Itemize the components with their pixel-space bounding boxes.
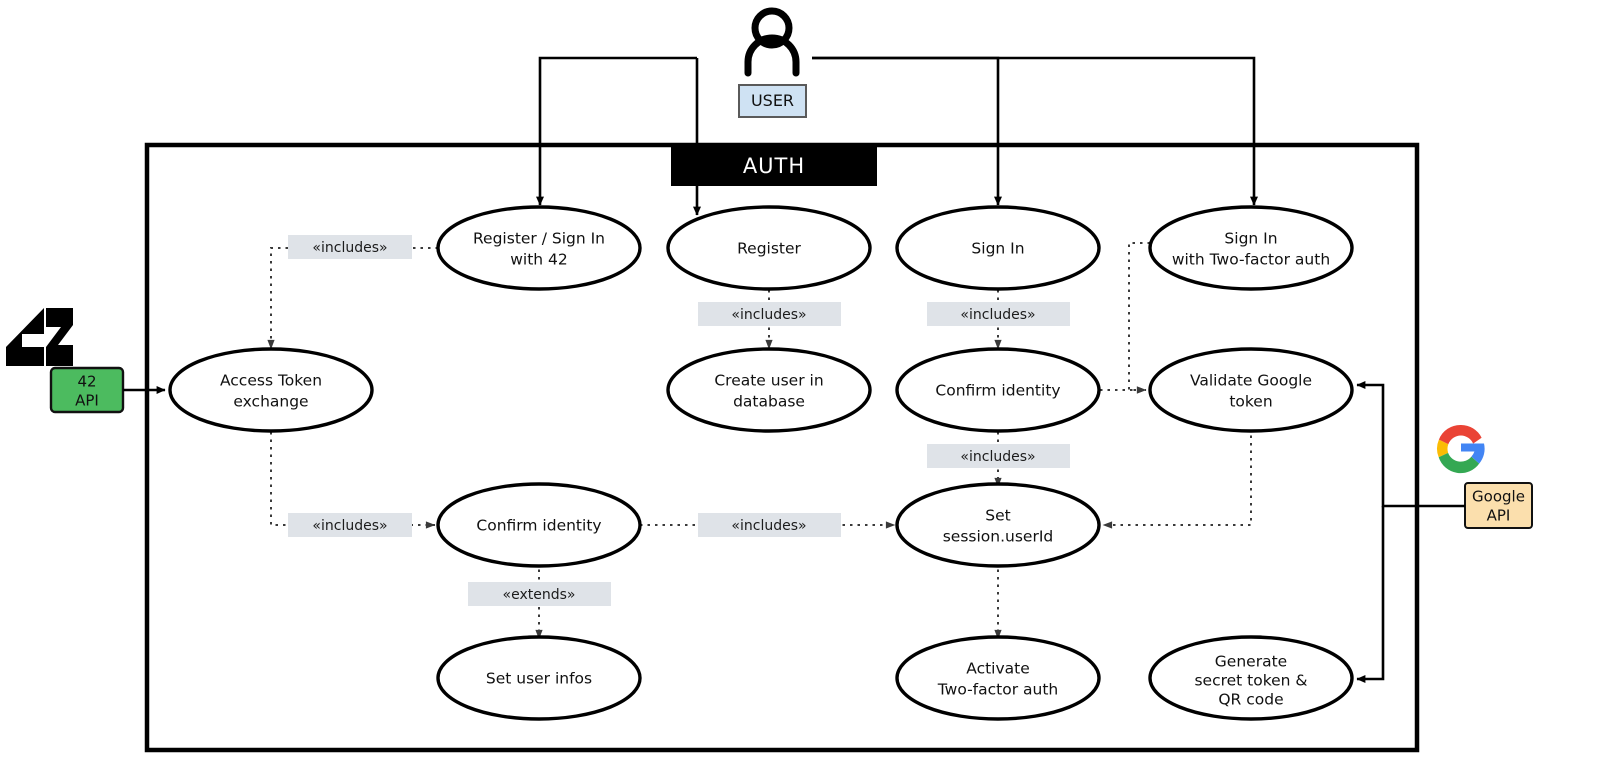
assoc-google-to-validate-token: [1356, 381, 1465, 508]
use-case-label-line1: Set: [985, 507, 1010, 525]
42-logo: [6, 308, 73, 366]
use-case-signin-two-factor[interactable]: Sign In with Two-factor auth: [1148, 205, 1354, 291]
use-case-register-signin-42[interactable]: Register / Sign In with 42: [436, 205, 642, 291]
use-case-access-token-exchange[interactable]: Access Token exchange: [168, 347, 374, 433]
use-case-label-line2: secret token &: [1194, 672, 1307, 690]
stereotype-includes-42-access-token: «includes»: [288, 235, 412, 259]
use-case-set-session-userid[interactable]: Set session.userId: [895, 482, 1101, 568]
use-case-label-line2: Two-factor auth: [937, 681, 1059, 699]
edge-validate-google-to-set-session: [1102, 428, 1252, 529]
use-case-register[interactable]: Register: [666, 205, 872, 291]
use-case-confirm-identity-middle[interactable]: Confirm identity: [895, 347, 1101, 433]
use-case-label-line2: database: [733, 393, 805, 411]
stereotype-label: «extends»: [503, 587, 576, 603]
use-case-label-line1: Validate Google: [1190, 372, 1312, 390]
stereotype-label: «includes»: [960, 449, 1035, 465]
stereotype-extends-confirm-identity-set-user-infos: «extends»: [468, 582, 611, 606]
use-case-label-line2: with Two-factor auth: [1172, 251, 1330, 269]
stereotype-includes-access-token-confirm-identity: «includes»: [288, 513, 412, 537]
system-title-bar: [671, 145, 877, 186]
stereotype-includes-confirm-identity-lower-set-session: «includes»: [698, 513, 841, 537]
person-actor-icon: [744, 7, 800, 77]
use-case-label-line2: session.userId: [943, 528, 1054, 546]
stereotype-label: «includes»: [312, 240, 387, 256]
use-case-create-user-in-database[interactable]: Create user in database: [666, 347, 872, 433]
edge-signin2fa-to-validate-google: [1128, 242, 1150, 394]
assoc-google-to-generate-secret: [1356, 506, 1385, 683]
use-case-label-line1: Activate: [966, 660, 1030, 678]
external-system-google[interactable]: Google API: [1356, 381, 1533, 683]
actor-association-lines: [536, 56, 1258, 216]
system-title: AUTH: [743, 154, 805, 178]
api-google-label-line2: API: [1487, 507, 1511, 525]
api-google-label-line1: Google: [1472, 488, 1525, 506]
use-case-activate-two-factor-auth[interactable]: Activate Two-factor auth: [895, 635, 1101, 721]
use-case-label-line1: Register / Sign In: [473, 230, 605, 248]
use-case-label-line1: Access Token: [220, 372, 322, 390]
actor-label-box: [738, 84, 807, 118]
use-case-label-line1: Confirm identity: [935, 382, 1060, 400]
stereotype-includes-signin-confirm-identity: «includes»: [927, 302, 1070, 326]
use-case-label-line1: Set user infos: [486, 670, 592, 688]
edge-42signin-to-access-token: [267, 247, 438, 350]
api-42-label-line2: API: [75, 392, 99, 410]
actor-user-label: USER: [751, 91, 794, 110]
assoc-user-to-register-signin-42: [536, 56, 697, 206]
api-42-label-line1: 42: [77, 373, 96, 391]
use-case-label-line1: Generate: [1215, 653, 1287, 671]
stereotype-label: «includes»: [731, 518, 806, 534]
use-case-label-line1: Register: [737, 240, 801, 258]
stereotype-label: «includes»: [312, 518, 387, 534]
external-system-42[interactable]: 42 API: [6, 308, 166, 414]
use-case-label-line1: Sign In: [1224, 230, 1277, 248]
use-case-label-line1: Sign In: [971, 240, 1024, 258]
google-g-logo: [1437, 424, 1485, 474]
use-case-set-user-infos[interactable]: Set user infos: [436, 635, 642, 721]
use-case-signin[interactable]: Sign In: [895, 205, 1101, 291]
use-case-confirm-identity-lower[interactable]: Confirm identity: [436, 482, 642, 568]
stereotype-label: «includes»: [731, 307, 806, 323]
use-case-label-line1: Confirm identity: [476, 517, 601, 535]
use-case-label-line2: with 42: [510, 251, 568, 269]
edge-access-token-to-confirm-identity: [270, 432, 436, 529]
assoc-user-to-signin-2fa: [812, 56, 1258, 206]
use-case-generate-secret-token-qr[interactable]: Generate secret token & QR code: [1148, 635, 1354, 721]
use-case-label-line2: exchange: [233, 393, 308, 411]
use-case-label-line2: token: [1229, 393, 1272, 411]
stereotype-includes-confirm-identity-set-session: «includes»: [927, 444, 1070, 468]
stereotype-includes-register-create-user: «includes»: [698, 302, 841, 326]
stereotype-label: «includes»: [960, 307, 1035, 323]
actor-user[interactable]: USER: [738, 7, 807, 118]
use-case-validate-google-token[interactable]: Validate Google token: [1148, 347, 1354, 433]
use-case-label-line1: Create user in: [714, 372, 823, 390]
use-case-label-line3: QR code: [1218, 691, 1283, 709]
